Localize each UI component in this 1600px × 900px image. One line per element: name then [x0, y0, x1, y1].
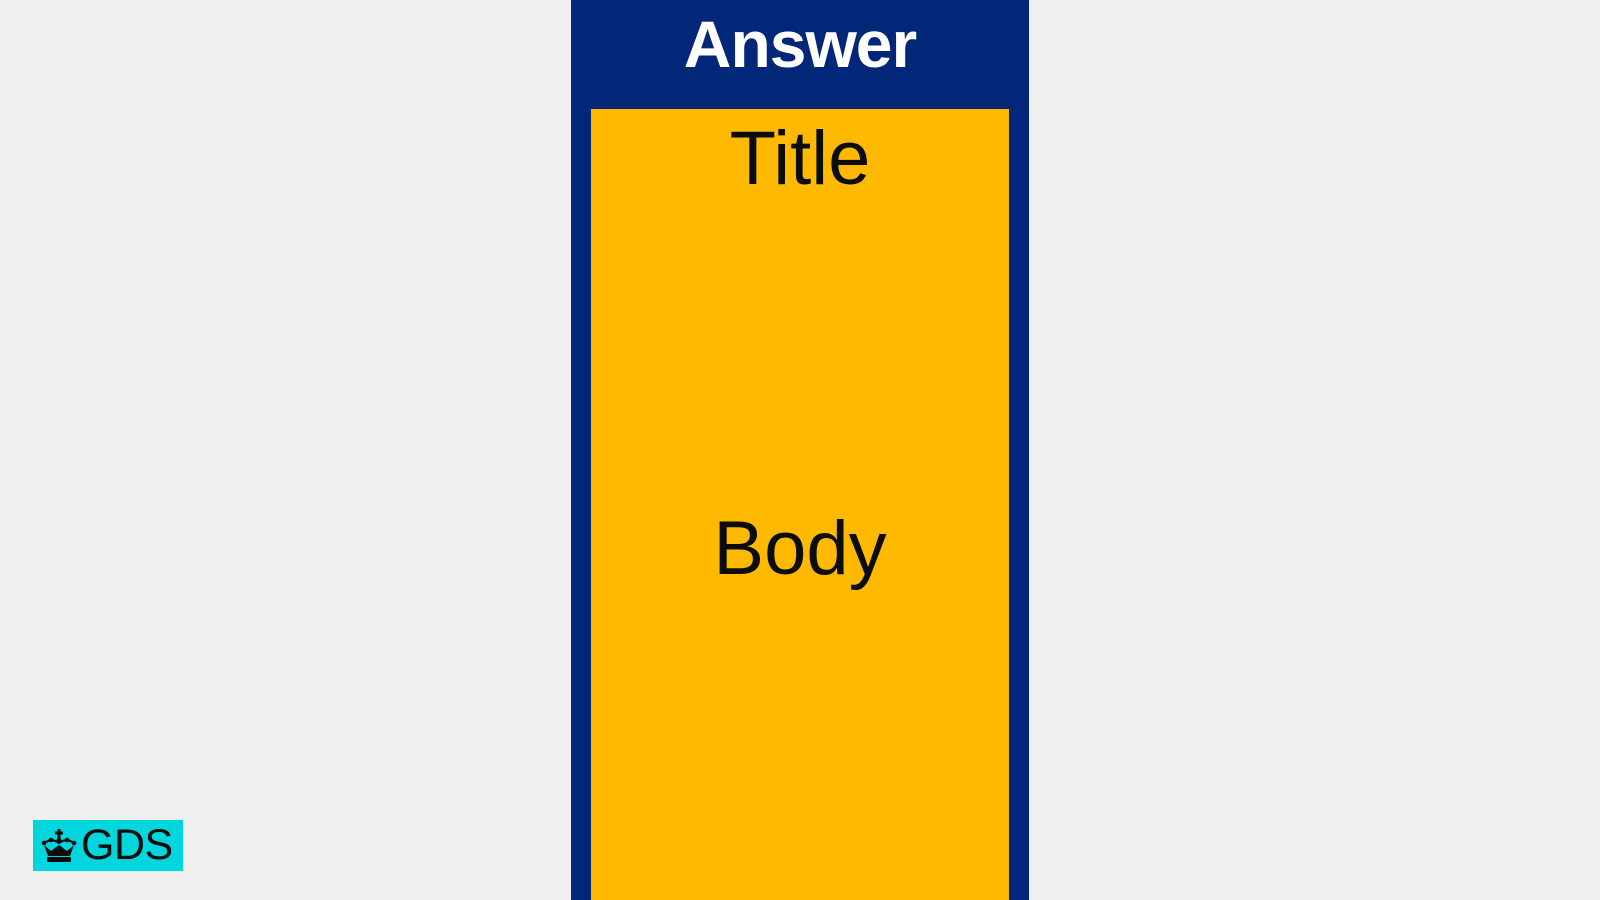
content-panel: Title Body [591, 109, 1009, 900]
crown-icon [41, 828, 77, 862]
frame-title: Answer [683, 7, 917, 81]
panel-title: Title [729, 116, 871, 201]
answer-frame: Answer Title Body [571, 0, 1029, 900]
gds-logo: GDS [33, 820, 183, 871]
frame-header: Answer [571, 0, 1029, 108]
panel-body: Body [713, 506, 887, 591]
logo-text: GDS [81, 821, 173, 869]
